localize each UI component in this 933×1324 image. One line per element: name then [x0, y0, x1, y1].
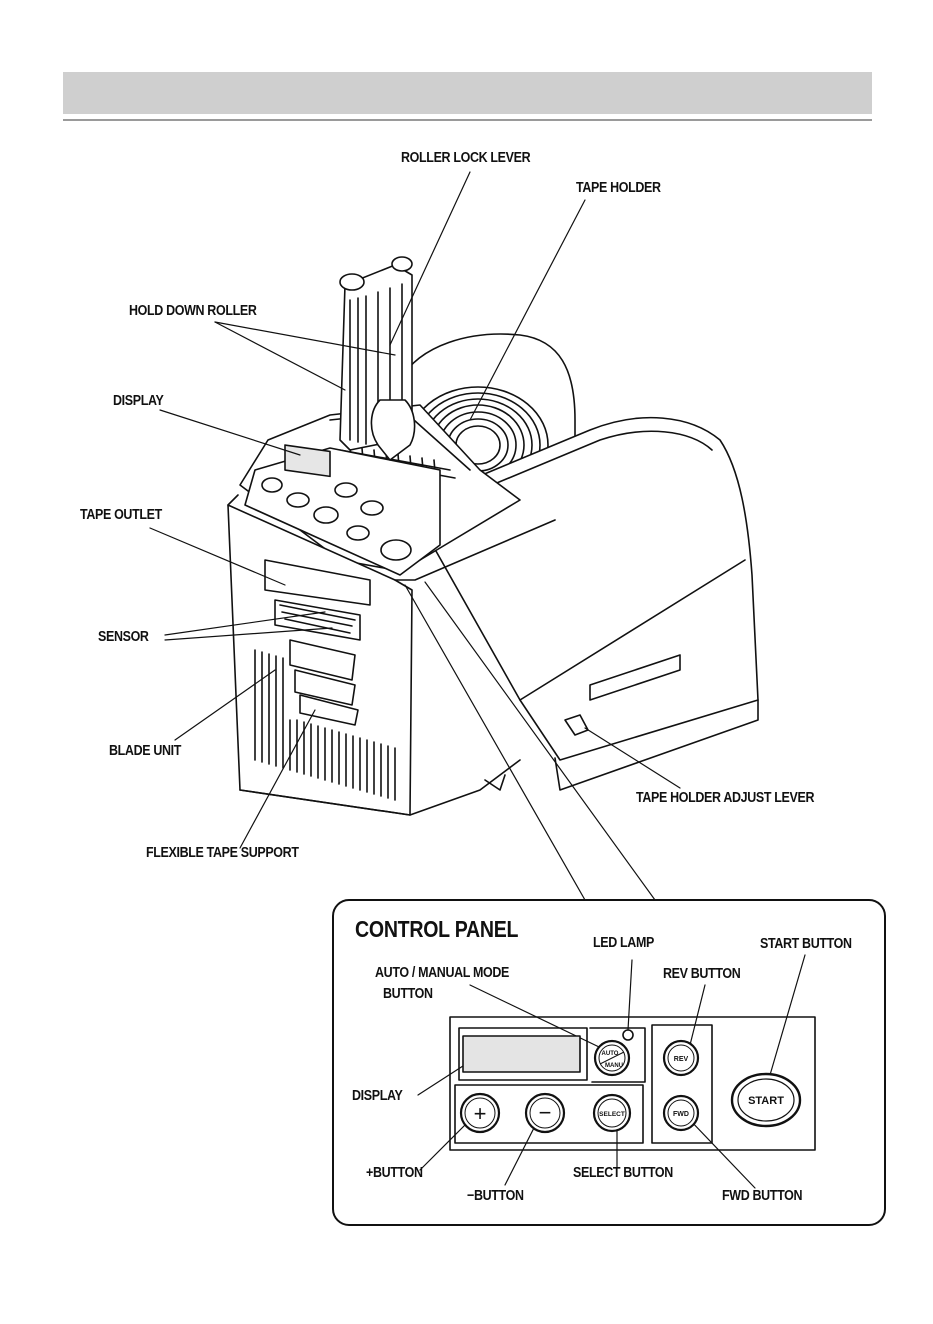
minus-label: −: [539, 1100, 552, 1125]
led-lamp: [623, 1030, 633, 1040]
label-tape-outlet: TAPE OUTLET: [80, 507, 162, 523]
label-tape-holder-adjust-lever: TAPE HOLDER ADJUST LEVER: [636, 790, 814, 806]
plus-label: +: [474, 1101, 487, 1126]
label-minus-button: −BUTTON: [467, 1188, 524, 1204]
select-label: SELECT: [599, 1111, 625, 1118]
label-roller-lock-lever: ROLLER LOCK LEVER: [401, 150, 530, 166]
rev-label: REV: [674, 1056, 689, 1063]
label-led-lamp: LED LAMP: [593, 935, 654, 951]
label-plus-button: +BUTTON: [366, 1165, 423, 1181]
label-hold-down-roller: HOLD DOWN ROLLER: [129, 303, 257, 319]
label-flexible-tape-support: FLEXIBLE TAPE SUPPORT: [146, 845, 299, 861]
label-display: DISPLAY: [113, 393, 163, 409]
label-sensor: SENSOR: [98, 629, 149, 645]
label-tape-holder: TAPE HOLDER: [576, 180, 661, 196]
label-start-button: START BUTTON: [760, 936, 852, 952]
control-panel-title: CONTROL PANEL: [355, 916, 518, 943]
fwd-label: FWD: [673, 1111, 689, 1118]
panel-display: [463, 1036, 580, 1072]
label-fwd-button: FWD BUTTON: [722, 1188, 802, 1204]
label-select-button: SELECT BUTTON: [573, 1165, 673, 1181]
start-label: START: [748, 1095, 784, 1107]
label-auto-manual-mode-line1: AUTO / MANUAL MODE: [375, 965, 509, 981]
label-panel-display: DISPLAY: [352, 1088, 402, 1104]
label-blade-unit: BLADE UNIT: [109, 743, 181, 759]
manu-label: MANU: [605, 1063, 623, 1069]
auto-label: AUTO: [602, 1051, 619, 1057]
label-rev-button: REV BUTTON: [663, 966, 740, 982]
label-auto-manual-mode-line2: BUTTON: [383, 986, 433, 1002]
hold-down-roller: [340, 257, 415, 460]
